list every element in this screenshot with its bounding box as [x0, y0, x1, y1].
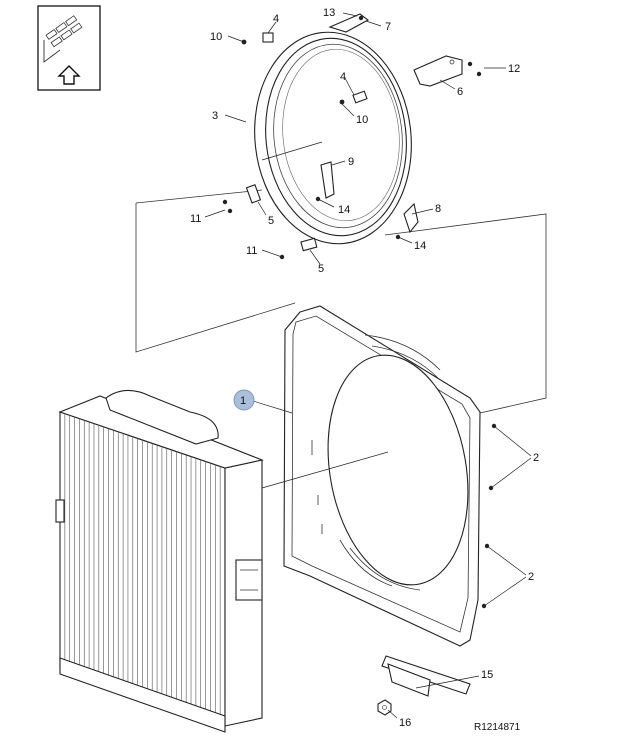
- callout-1: 1: [240, 395, 246, 407]
- fan-ring: [254, 31, 412, 245]
- callout-5-upper: 5: [268, 215, 274, 227]
- callout-2-upper: 2: [533, 452, 539, 464]
- callout-12: 12: [508, 63, 520, 75]
- callout-15: 15: [481, 669, 493, 681]
- front-direction-arrow-icon: [43, 15, 83, 85]
- mount-bracket-6: [413, 55, 463, 87]
- callout-6: 6: [457, 86, 463, 98]
- callout-2-lower: 2: [528, 571, 534, 583]
- leader-lines: [204, 12, 532, 719]
- mount-bracket-7: [328, 13, 370, 33]
- callout-10-inner: 10: [356, 114, 368, 126]
- clip-bracket-top: [262, 32, 274, 43]
- orientation-legend: [37, 5, 101, 91]
- highlighted-callout-marker: [233, 389, 255, 411]
- callout-11-lower: 11: [246, 245, 257, 257]
- callout-11-upper: 11: [190, 213, 201, 225]
- clip-5-lower: [300, 237, 318, 252]
- callout-labels: 1 2 2 3 4 4 5 5 6 7 8 9 10 10 11 11 12 1…: [190, 7, 539, 733]
- seal-strip: [381, 655, 471, 697]
- radiator: [55, 389, 264, 733]
- callout-13: 13: [323, 7, 335, 19]
- figure-reference: R1214871: [474, 722, 521, 733]
- bracket-9: [320, 161, 335, 199]
- callout-14-upper: 14: [338, 204, 350, 216]
- projection-outline: [135, 189, 547, 414]
- callout-4-inner: 4: [340, 71, 346, 83]
- callout-4-top: 4: [273, 13, 279, 25]
- callout-16: 16: [399, 717, 411, 729]
- bolt-markers: [222, 15, 497, 609]
- radiator-fins: [64, 413, 221, 725]
- bracket-8: [403, 202, 419, 234]
- callout-3: 3: [212, 110, 218, 122]
- fan-shroud: [283, 305, 481, 647]
- callout-5-lower: 5: [318, 263, 324, 275]
- clip-bracket-inner: [352, 90, 368, 104]
- callout-10-top: 10: [210, 31, 222, 43]
- callout-9: 9: [348, 156, 354, 168]
- callout-8: 8: [435, 203, 441, 215]
- callout-7: 7: [385, 21, 391, 33]
- clip-5-upper: [245, 184, 262, 204]
- callout-14-lower: 14: [414, 240, 426, 252]
- nut: [377, 699, 392, 716]
